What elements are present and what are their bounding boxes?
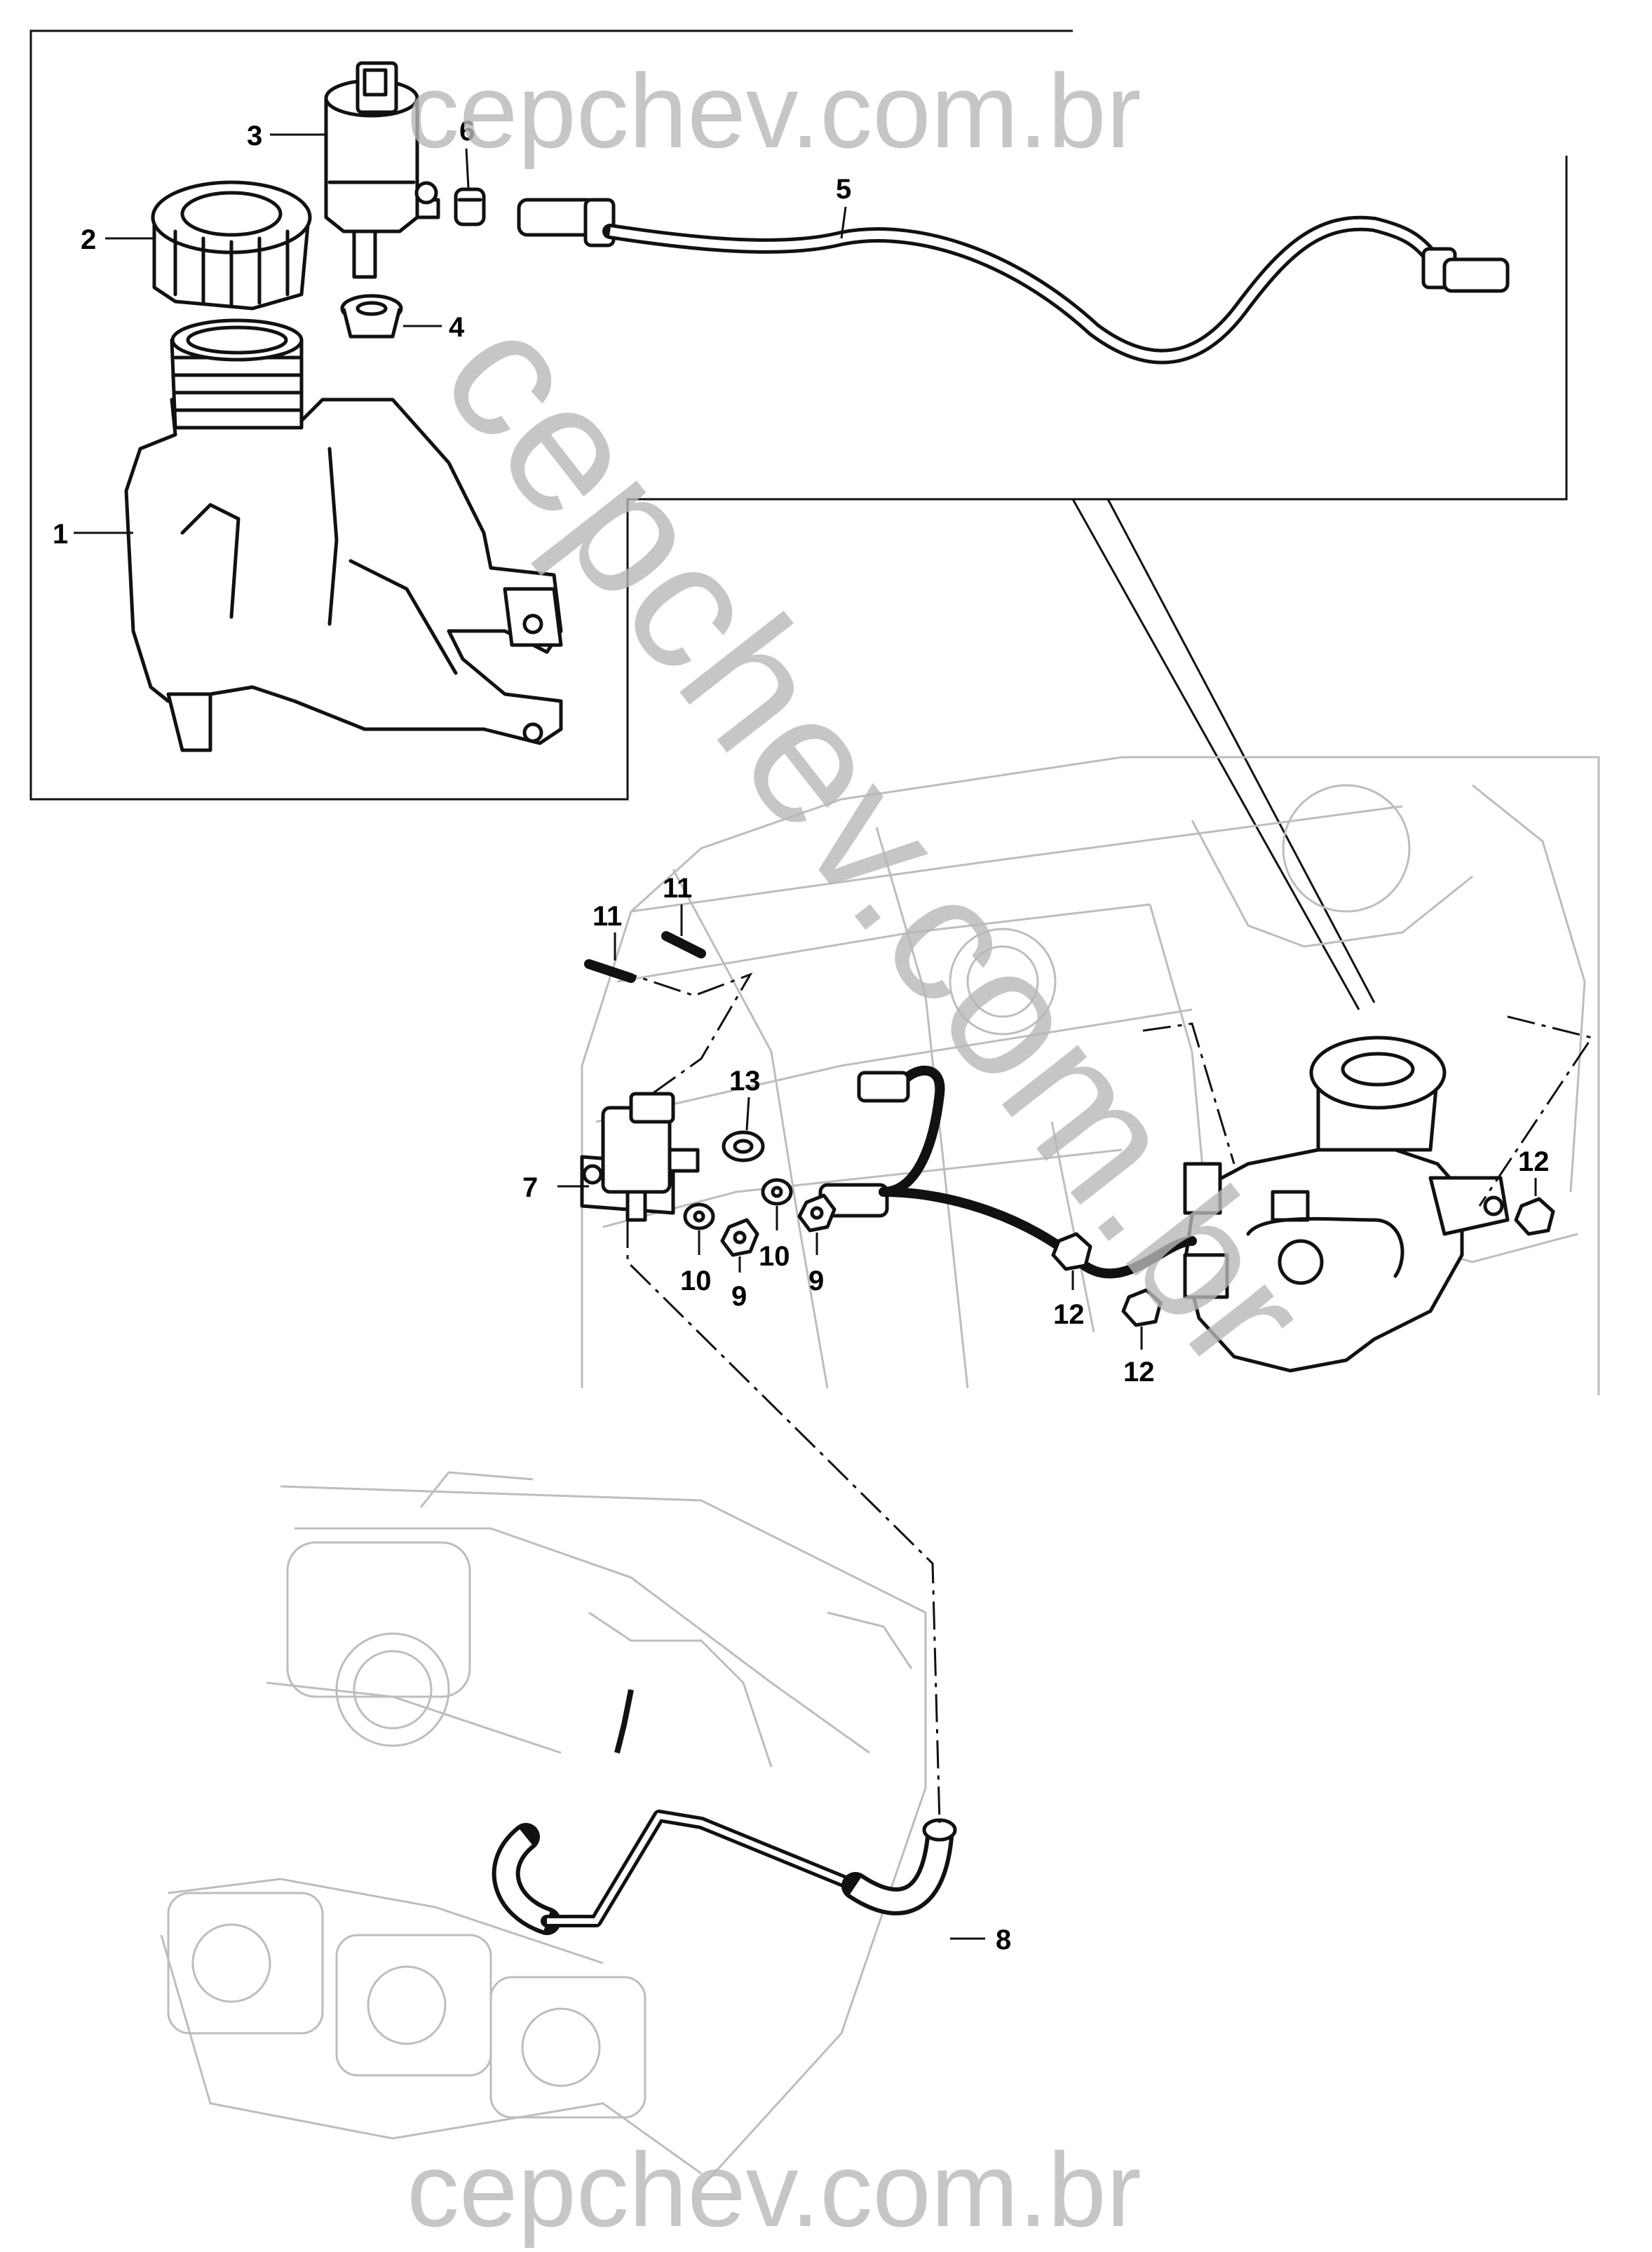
part-8-intake-hose xyxy=(492,1689,957,1935)
callout-2: 2 xyxy=(81,224,96,255)
callout-10a: 10 xyxy=(680,1266,712,1296)
callout-13: 13 xyxy=(729,1066,761,1097)
callout-9b: 9 xyxy=(808,1266,824,1296)
part-13-clamp xyxy=(722,1130,765,1162)
part-2-filler-cap xyxy=(151,180,312,311)
inset-frame xyxy=(29,29,1568,1010)
guide-line xyxy=(626,1220,941,1824)
guide-line-reservoir-2 xyxy=(1478,1015,1594,1207)
part-12-flange-nuts xyxy=(1051,1197,1555,1327)
callout-11a: 11 xyxy=(593,901,622,932)
part-9-nuts xyxy=(720,1193,837,1257)
callout-10b: 10 xyxy=(759,1241,790,1272)
leader-lines xyxy=(74,133,1537,1940)
callout-4: 4 xyxy=(449,312,465,343)
part-1-reservoir xyxy=(124,318,563,752)
part-5-vacuum-hose xyxy=(517,198,1510,365)
watermark-bottom: cepchev.com.br xyxy=(407,2131,1142,2248)
guide-line-reservoir xyxy=(1142,1022,1235,1165)
callout-12b: 12 xyxy=(1123,1357,1155,1388)
installed-hose xyxy=(818,1066,1197,1279)
installed-reservoir xyxy=(1183,1036,1510,1373)
callout-5: 5 xyxy=(836,174,851,205)
part-11-studs xyxy=(584,931,706,983)
part-4-grommet xyxy=(340,294,403,339)
callout-11b: 11 xyxy=(663,873,692,904)
intake-manifold-outline xyxy=(160,1471,927,2189)
part-7-valve-bracket xyxy=(580,1092,700,1222)
callout-8: 8 xyxy=(996,1925,1011,1955)
callout-9a: 9 xyxy=(731,1281,747,1312)
callout-12a: 12 xyxy=(1053,1299,1085,1330)
callout-1: 1 xyxy=(53,519,68,550)
part-6-hose-clip xyxy=(454,187,486,226)
part-3-solenoid xyxy=(324,61,440,279)
engine-bay-outline xyxy=(581,756,1600,1395)
callout-7: 7 xyxy=(522,1172,538,1203)
guide-line-studs xyxy=(609,966,753,1095)
watermark-diagonal: cepchev.com.br xyxy=(403,278,1348,1406)
callout-3: 3 xyxy=(247,121,262,151)
callout-12c: 12 xyxy=(1518,1146,1550,1177)
callout-labels: 1 2 3 6 4 5 7 11 11 13 10 10 9 9 12 12 1… xyxy=(53,116,1550,1955)
callout-6: 6 xyxy=(459,116,475,147)
part-10-washers xyxy=(683,1178,793,1230)
watermark-top: cepchev.com.br xyxy=(407,52,1142,170)
